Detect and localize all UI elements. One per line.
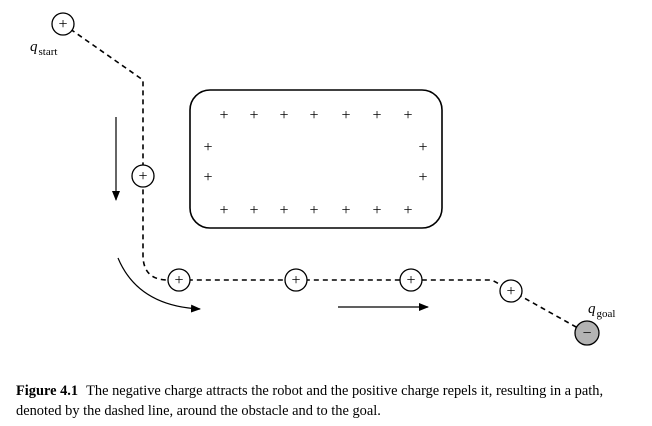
robot-position-4: +	[399, 268, 423, 292]
obstacle-plus-charge: +	[309, 107, 318, 124]
potential-field-diagram: + + + + + + + + + + + + + + + + + + + + + + + +	[51, 12, 600, 346]
obstacle-plus-charge: +	[372, 107, 381, 124]
obstacle-plus-charge: +	[403, 202, 412, 219]
obstacle-plus-charge: +	[279, 107, 288, 124]
obstacle-plus-charge: +	[372, 202, 381, 219]
svg-text:+: +	[406, 272, 415, 289]
obstacle-plus-charge: +	[219, 107, 228, 124]
obstacle-plus-charge: +	[219, 202, 228, 219]
obstacle-plus-charge: +	[249, 202, 258, 219]
svg-text:+: +	[174, 272, 183, 289]
obstacle-plus-charge: +	[341, 202, 350, 219]
obstacle-plus-charge: +	[403, 107, 412, 124]
robot-position-3: +	[284, 268, 308, 292]
goal-label: qgoal	[588, 301, 616, 321]
goal-charge: −	[574, 320, 600, 346]
curved-arrow	[117, 257, 201, 313]
svg-text:−: −	[582, 325, 591, 342]
obstacle-plus-charge: +	[203, 169, 212, 186]
figure-number: Figure 4.1	[16, 383, 79, 399]
caption-text: The negative charge attracts the robot a…	[16, 383, 604, 419]
svg-text:+: +	[506, 283, 515, 300]
obstacle-charges: + + + + + + + + + + + + + + + + + +	[203, 107, 427, 219]
dashed-path	[62, 23, 586, 333]
svg-text:+: +	[138, 168, 147, 185]
robot-position-1: +	[131, 164, 155, 188]
start-label: qstart	[30, 39, 58, 59]
robot-position-2: +	[167, 268, 191, 292]
obstacle-plus-charge: +	[418, 169, 427, 186]
obstacle-plus-charge: +	[249, 107, 258, 124]
robot-position-5: +	[499, 279, 523, 303]
obstacle-plus-charge: +	[279, 202, 288, 219]
obstacle-plus-charge: +	[203, 139, 212, 156]
robot-start: +	[51, 12, 75, 36]
svg-text:+: +	[291, 272, 300, 289]
obstacle	[189, 89, 443, 229]
obstacle-plus-charge: +	[341, 107, 350, 124]
obstacle-plus-charge: +	[309, 202, 318, 219]
svg-text:+: +	[58, 16, 67, 33]
obstacle-plus-charge: +	[418, 139, 427, 156]
